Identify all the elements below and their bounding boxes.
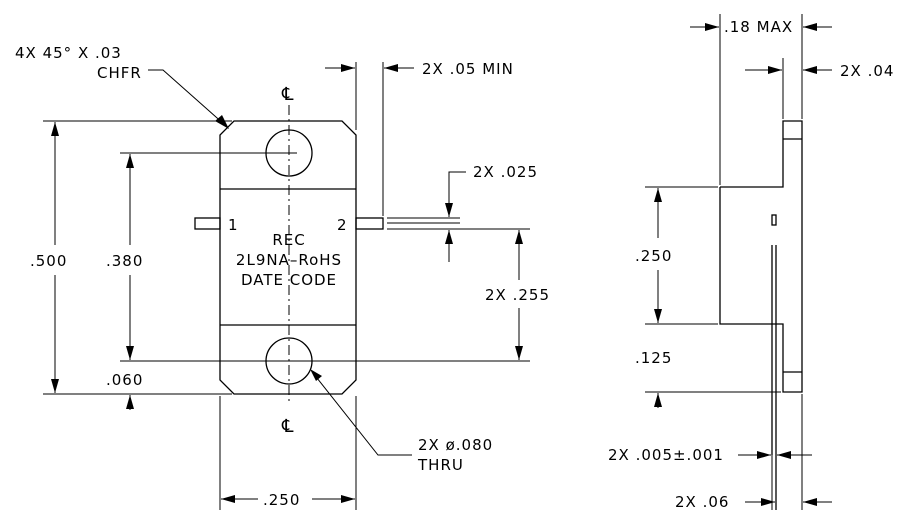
marking-line-3: DATE CODE xyxy=(241,271,337,289)
arrow-18-left xyxy=(705,23,719,31)
centerline-symbol-top: ℄ xyxy=(281,84,295,105)
dim-255-label: 2X .255 xyxy=(485,286,550,304)
lead-2 xyxy=(355,217,384,230)
arrow-04-right xyxy=(803,66,817,74)
arrow-06-right xyxy=(803,498,817,506)
arrow-255-top xyxy=(515,230,523,244)
marking-line-2: 2L9NA–RoHS xyxy=(236,251,342,269)
dim-250-width-label: .250 xyxy=(263,491,300,509)
chamfer-callout-line-2: CHFR xyxy=(97,64,142,82)
dim-060-label: .060 xyxy=(106,371,143,389)
side-lead-length-label: 2X .06 xyxy=(675,493,729,511)
hole-diameter-line-2: THRU xyxy=(417,456,464,474)
dim-380-label: .380 xyxy=(106,252,143,270)
arrow-18-right xyxy=(803,23,817,31)
lead-1 xyxy=(194,217,221,230)
dim-lead-gap-label: 2X .05 MIN xyxy=(422,60,514,78)
arrow-025-up xyxy=(445,230,453,244)
hole-leader-arrow xyxy=(310,369,322,381)
arrow-380-top xyxy=(126,154,134,168)
arrow-380-bottom xyxy=(126,346,134,360)
arrow-gap-left xyxy=(341,64,355,72)
package-body-outline xyxy=(219,120,357,395)
arrow-04-left xyxy=(768,66,782,74)
centerline-symbol-bottom: ℄ xyxy=(281,416,295,437)
arrow-250w-right xyxy=(341,495,355,503)
pin-2-label: 2 xyxy=(337,216,348,234)
dim-500-label: .500 xyxy=(30,252,67,270)
side-flange-outline xyxy=(719,120,803,393)
arrow-side-250-top xyxy=(654,188,662,202)
arrow-255-bottom xyxy=(515,346,523,360)
chamfer-leader-arrow xyxy=(215,115,229,129)
hole-diameter-line-1: 2X ø.080 xyxy=(418,436,493,454)
arrow-gap-right xyxy=(384,64,398,72)
arrow-500-bottom xyxy=(51,379,59,393)
chamfer-leader xyxy=(148,69,226,126)
arrow-side-250-bottom xyxy=(654,309,662,323)
hole-leader xyxy=(312,372,412,456)
arrow-side-125-up xyxy=(654,393,662,407)
chamfer-callout-line-1: 4X 45° X .03 xyxy=(15,44,122,62)
side-marker xyxy=(771,214,777,226)
dim-line-025-top xyxy=(448,171,466,217)
arrow-500-top xyxy=(51,122,59,136)
side-lead-width-label: 2X .04 xyxy=(840,62,894,80)
pin-1-label: 1 xyxy=(228,216,239,234)
arrow-005-right xyxy=(777,451,791,459)
side-dim-125-label: .125 xyxy=(635,349,672,367)
arrow-250w-left xyxy=(221,495,235,503)
side-lead-thickness-label: 2X .005±.001 xyxy=(608,446,724,464)
arrow-060-up xyxy=(126,395,134,409)
marking-line-1: REC xyxy=(272,231,305,249)
arrow-005-left xyxy=(757,451,771,459)
arrow-06-left xyxy=(761,498,775,506)
dim-lead-thickness-label: 2X .025 xyxy=(473,163,538,181)
side-dim-250-label: .250 xyxy=(635,247,672,265)
arrow-025-down xyxy=(445,203,453,217)
side-max-thickness-label: .18 MAX xyxy=(724,18,793,36)
